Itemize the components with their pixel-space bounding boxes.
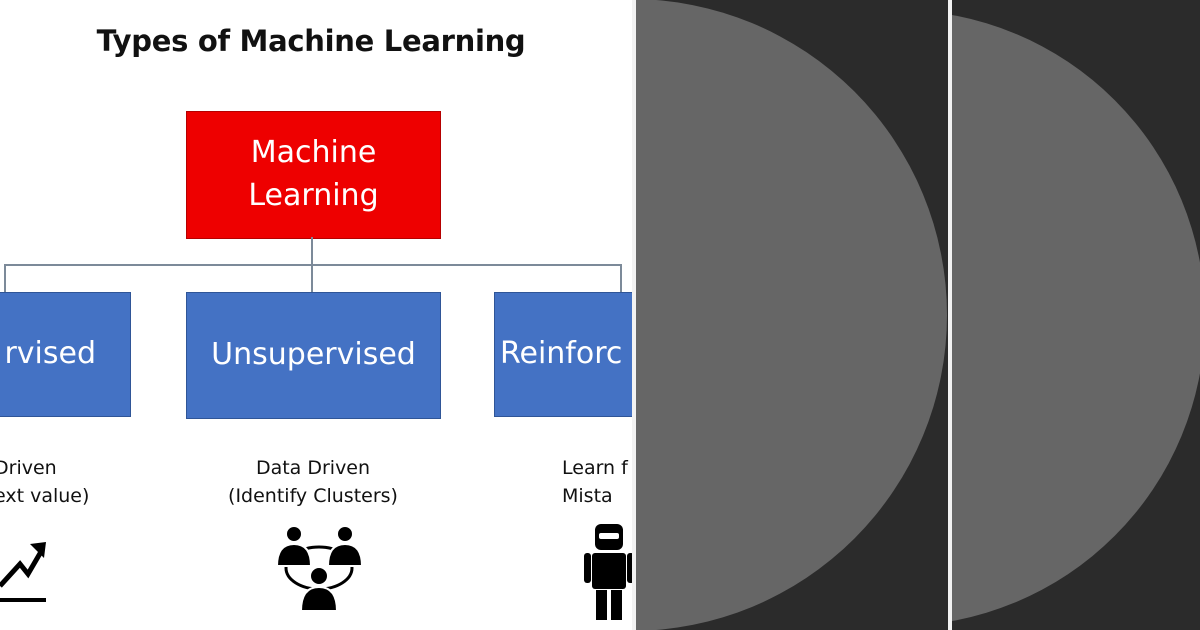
panel-separator bbox=[948, 0, 952, 630]
unsupervised-label: Unsupervised bbox=[211, 337, 416, 373]
circle-shape bbox=[636, 0, 947, 630]
unsupervised-caption-line1: Data Driven bbox=[255, 457, 371, 479]
connector-vertical-reinforcement bbox=[620, 264, 622, 292]
supervised-label: rvised bbox=[4, 336, 96, 372]
diagram-panel: Types of Machine Learning Machine Learni… bbox=[0, 0, 632, 630]
unsupervised-box: Unsupervised bbox=[186, 292, 441, 419]
reinforcement-caption-line1: Learn f bbox=[562, 457, 628, 479]
dark-panel-middle bbox=[636, 0, 948, 630]
machine-learning-box: Machine Learning bbox=[186, 111, 441, 239]
unsupervised-caption-line2: (Identify Clusters) bbox=[228, 485, 398, 508]
connector-vertical-root bbox=[311, 237, 313, 265]
reinforcement-box: Reinforc bbox=[494, 292, 632, 417]
supervised-box: rvised bbox=[0, 292, 131, 417]
reinforcement-caption: Learn f Mista bbox=[562, 454, 628, 510]
dark-panel-right bbox=[952, 0, 1200, 630]
supervised-caption-line2: ext value) bbox=[0, 485, 90, 508]
robot-icon bbox=[584, 524, 632, 620]
diagram-title: Types of Machine Learning bbox=[96, 24, 526, 58]
supervised-caption-line1: Driven bbox=[0, 457, 57, 479]
panel-separator bbox=[632, 0, 636, 630]
circle-shape bbox=[952, 15, 1200, 621]
supervised-caption: Driven ext value) bbox=[0, 454, 89, 510]
trend-up-arrow-icon bbox=[0, 542, 46, 602]
reinforcement-caption-line2: Mista bbox=[562, 485, 613, 508]
connector-vertical-unsupervised bbox=[311, 264, 313, 292]
unsupervised-caption: Data Driven (Identify Clusters) bbox=[226, 454, 400, 510]
machine-learning-label-line1: Machine bbox=[250, 135, 377, 171]
reinforcement-label: Reinforc bbox=[500, 336, 623, 372]
machine-learning-label-line2: Learning bbox=[248, 178, 379, 213]
connector-vertical-supervised bbox=[4, 264, 6, 292]
connector-horizontal bbox=[4, 264, 622, 266]
people-cluster-icon bbox=[275, 525, 364, 612]
